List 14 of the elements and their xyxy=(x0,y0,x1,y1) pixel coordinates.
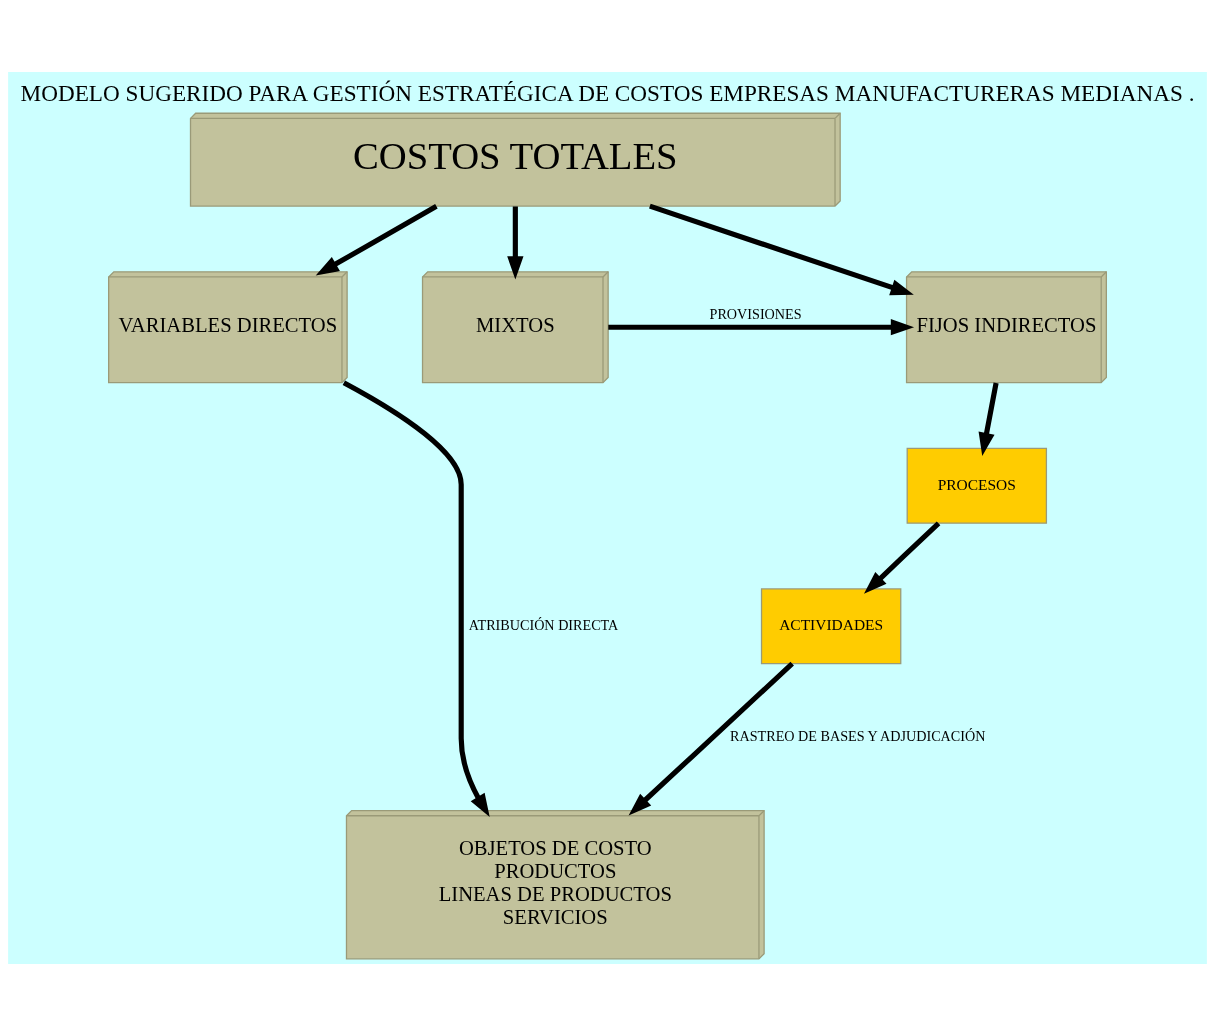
edge-label: PROVISIONES xyxy=(709,306,802,323)
arrow xyxy=(507,206,524,280)
edge-label: RASTREO DE BASES Y ADJUDICACIÓN xyxy=(730,727,986,744)
arrow xyxy=(628,661,794,816)
arrow xyxy=(608,319,915,336)
node-box: PROCESOS xyxy=(906,447,1048,524)
arrow xyxy=(342,380,490,817)
arrow xyxy=(649,203,914,296)
arrow xyxy=(978,382,999,456)
arrow xyxy=(315,204,438,276)
edge-label: ATRIBUCIÓN DIRECTA xyxy=(468,616,618,633)
node-box: ACTIVIDADES xyxy=(760,588,902,665)
diagram-title: MODELO SUGERIDO PARA GESTIÓN ESTRATÉGICA DE COSTOS EMPRESAS MANUFACTURERAS MEDIANAS . xyxy=(20,79,1195,106)
arrow xyxy=(864,521,941,594)
